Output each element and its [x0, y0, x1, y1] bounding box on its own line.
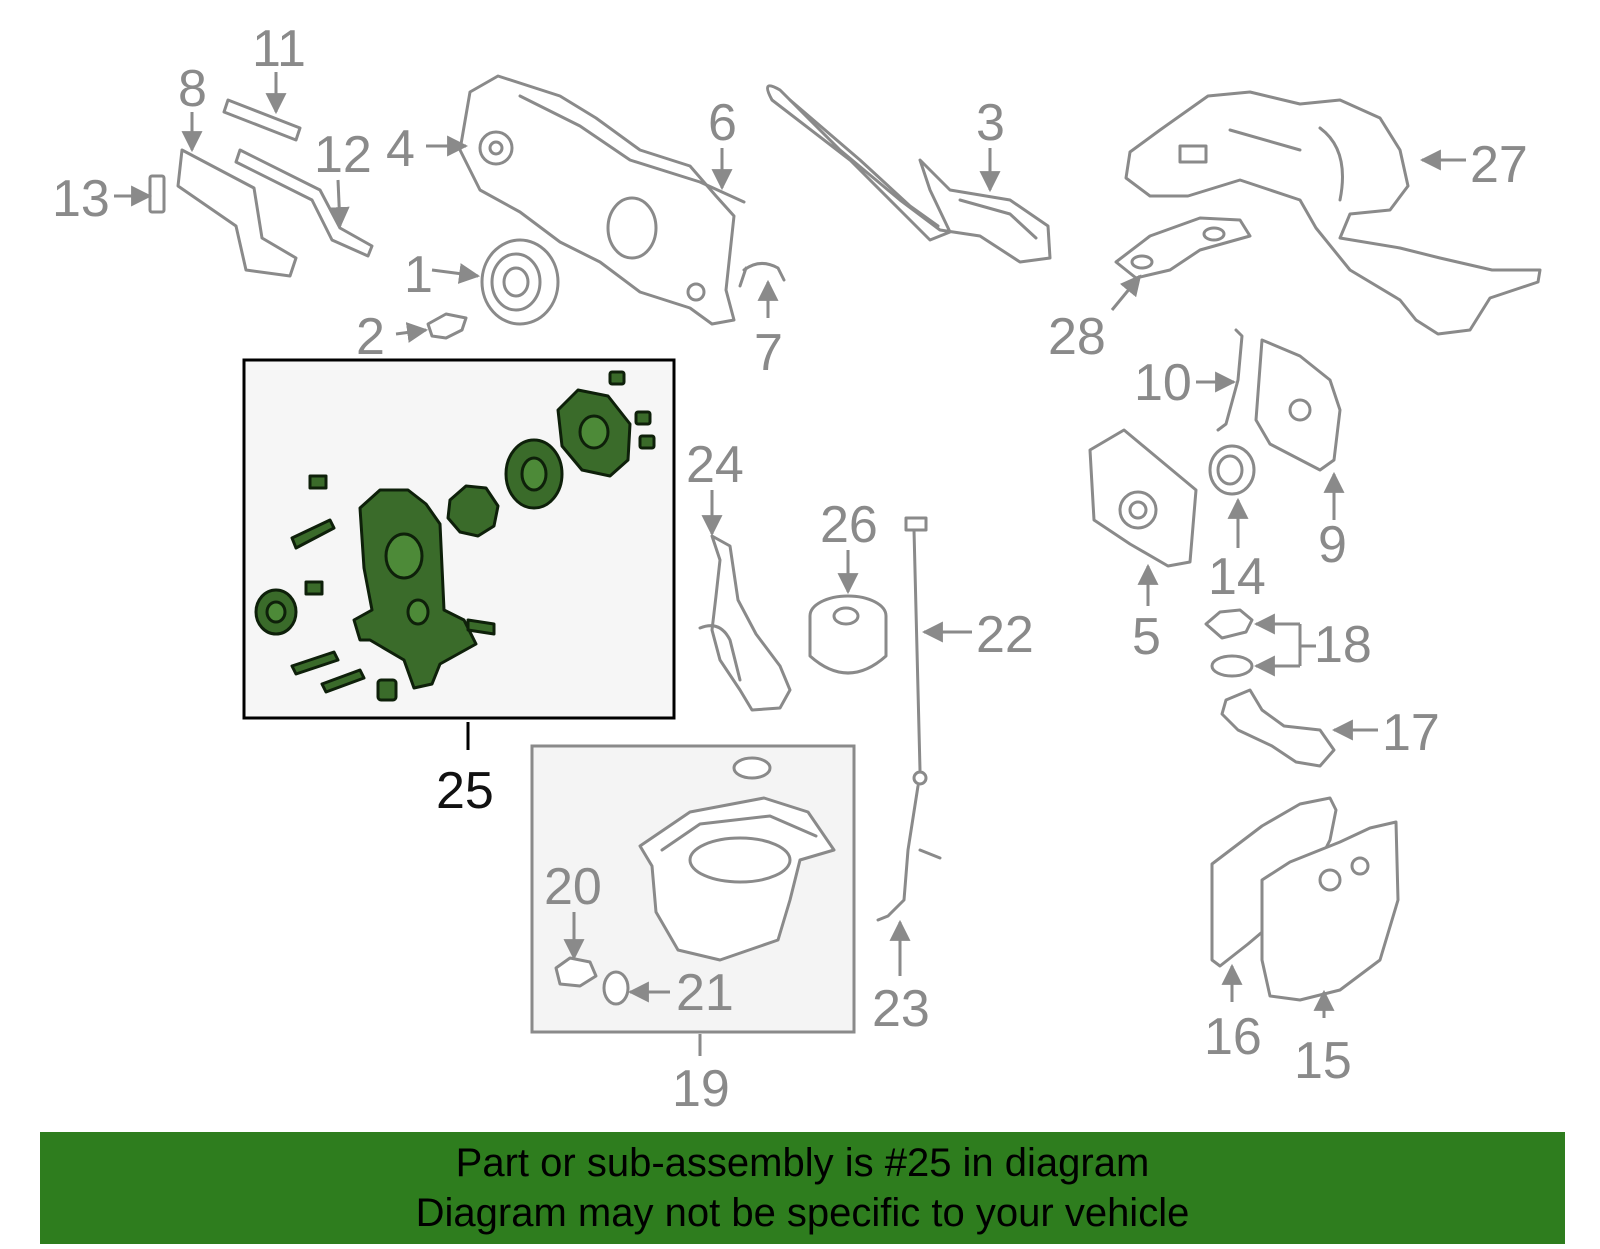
- callout-26[interactable]: 26: [820, 496, 878, 554]
- part-26-oil-filter[interactable]: [808, 594, 888, 675]
- parts-diagram: 11 8 12 13 4 6 3 1 2 7 27 28 10 9 14 5 1…: [52, 20, 1542, 1118]
- callout-4[interactable]: 4: [386, 120, 415, 178]
- callout-3[interactable]: 3: [976, 94, 1005, 152]
- part-3-timing-belt[interactable]: [766, 84, 1052, 264]
- part-22-dipstick[interactable]: [904, 516, 928, 786]
- part-15-cover[interactable]: [1260, 820, 1400, 1002]
- part-13-plug[interactable]: [148, 174, 166, 214]
- callout-10[interactable]: 10: [1134, 354, 1192, 412]
- part-8-bracket[interactable]: [176, 148, 298, 278]
- part-18-cap-and-gasket[interactable]: [1204, 608, 1254, 678]
- callout-7[interactable]: 7: [754, 324, 783, 382]
- callout-14[interactable]: 14: [1208, 548, 1266, 606]
- part-23-dipstick-tube[interactable]: [876, 784, 942, 922]
- part-19-oil-pan[interactable]: [638, 756, 836, 962]
- callout-21[interactable]: 21: [676, 964, 734, 1022]
- callout-23[interactable]: 23: [872, 980, 930, 1038]
- leader-lines: [114, 72, 1466, 1056]
- part-24-oil-strainer[interactable]: [698, 534, 792, 712]
- part-12-seal[interactable]: [234, 148, 374, 258]
- part-1-pulley[interactable]: [480, 238, 560, 326]
- callout-25[interactable]: 25: [436, 762, 494, 820]
- callout-22[interactable]: 22: [976, 606, 1034, 664]
- part-17-filler-pipe[interactable]: [1220, 688, 1336, 768]
- part-9-plate[interactable]: [1254, 338, 1342, 472]
- callout-8[interactable]: 8: [178, 60, 207, 118]
- callout-12[interactable]: 12: [314, 126, 372, 184]
- callout-5[interactable]: 5: [1132, 608, 1161, 666]
- callout-28[interactable]: 28: [1048, 308, 1106, 366]
- banner-line-1: Part or sub-assembly is #25 in diagram: [455, 1141, 1150, 1185]
- callout-16[interactable]: 16: [1204, 1008, 1262, 1066]
- part-7-clip[interactable]: [738, 262, 786, 288]
- part-14-oil-seal[interactable]: [1208, 444, 1256, 496]
- callout-9[interactable]: 9: [1318, 516, 1347, 574]
- callout-6[interactable]: 6: [708, 94, 737, 152]
- callout-27[interactable]: 27: [1470, 136, 1528, 194]
- part-21-washer[interactable]: [602, 970, 630, 1006]
- part-5-cover[interactable]: [1088, 428, 1198, 568]
- info-banner: Part or sub-assembly is #25 in diagram D…: [40, 1132, 1565, 1244]
- callout-labels: 11 8 12 13 4 6 3 1 2 7 27 28 10 9 14 5 1…: [52, 20, 1528, 1118]
- callout-2[interactable]: 2: [356, 308, 385, 366]
- banner-line-2: Diagram may not be specific to your vehi…: [415, 1191, 1190, 1235]
- callout-11[interactable]: 11: [252, 20, 306, 78]
- part-11-seal[interactable]: [222, 98, 302, 142]
- callout-18[interactable]: 18: [1314, 616, 1372, 674]
- callout-20[interactable]: 20: [544, 858, 602, 916]
- callout-1[interactable]: 1: [404, 246, 433, 304]
- part-25-oil-pump-assembly[interactable]: [254, 370, 656, 702]
- part-10-seal-strip[interactable]: [1216, 328, 1244, 432]
- part-27-intake-manifold[interactable]: [1124, 90, 1542, 336]
- callout-24[interactable]: 24: [686, 436, 744, 494]
- part-28-gasket[interactable]: [1114, 216, 1252, 280]
- callout-15[interactable]: 15: [1294, 1032, 1352, 1090]
- part-16-gasket[interactable]: [1210, 796, 1338, 968]
- callout-17[interactable]: 17: [1382, 704, 1440, 762]
- part-2-bolt[interactable]: [426, 312, 468, 340]
- callout-19[interactable]: 19: [672, 1060, 730, 1118]
- callout-13[interactable]: 13: [52, 170, 110, 228]
